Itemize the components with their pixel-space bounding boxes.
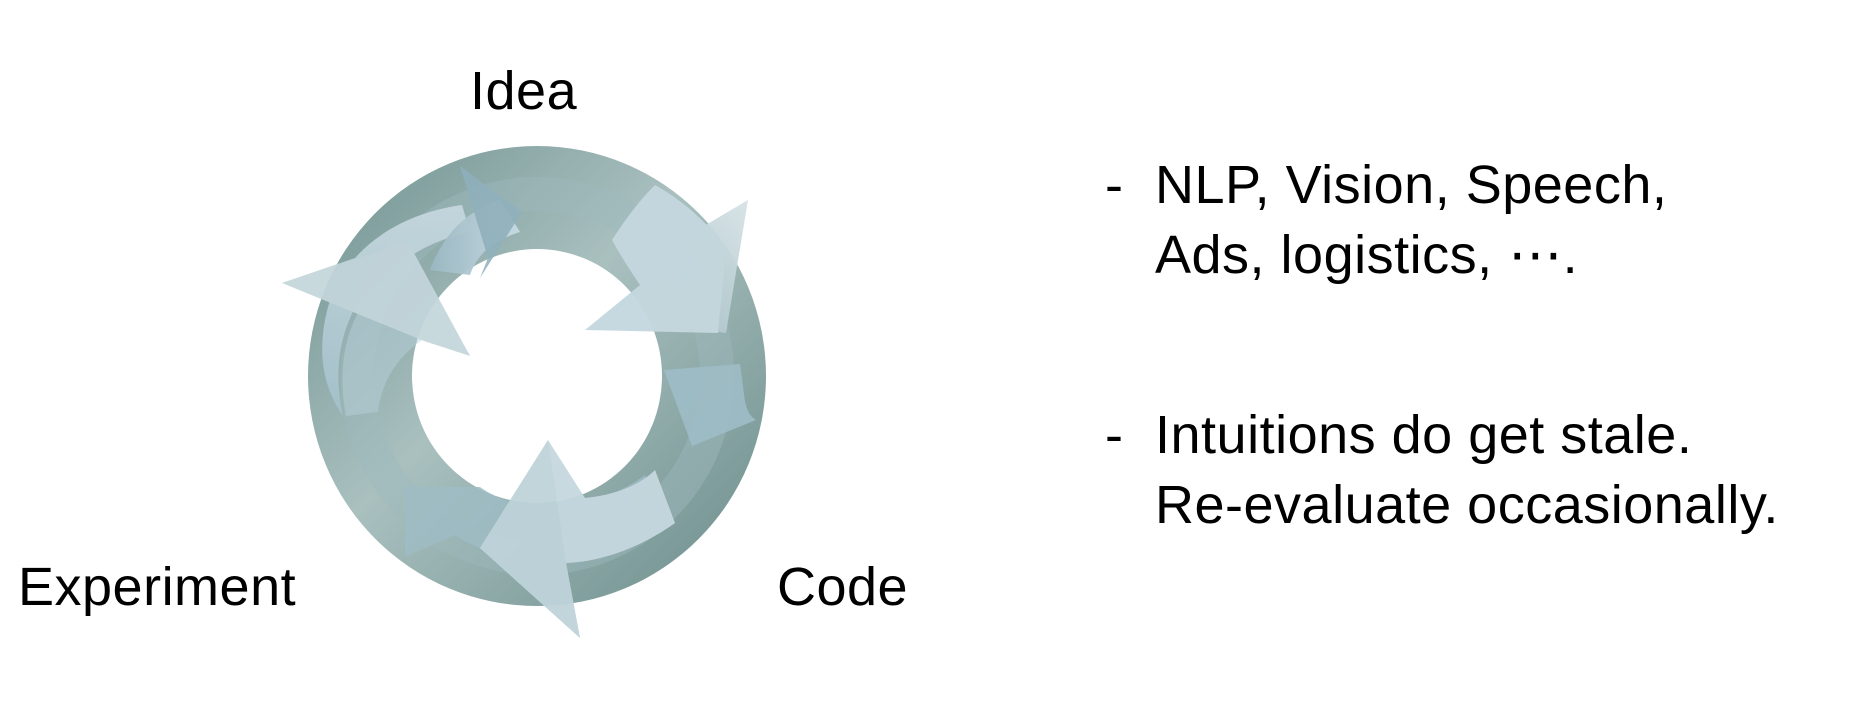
arrow-experiment-to-idea <box>282 205 470 416</box>
arrow-code-to-experiment-right <box>664 364 756 446</box>
arrow-idea-to-code <box>430 166 748 333</box>
note-line: Ads, logistics, ⋯. <box>1155 225 1579 285</box>
bullet-dash: - <box>1105 405 1124 465</box>
notes-list: - NLP, Vision, Speech, Ads, logistics, ⋯… <box>1105 150 1835 540</box>
note-line: NLP, Vision, Speech, <box>1155 155 1668 215</box>
note-item: - Intuitions do get stale. Re-evaluate o… <box>1105 400 1835 540</box>
arrow-code-to-experiment-bottom <box>405 440 675 638</box>
bullet-dash: - <box>1105 155 1124 215</box>
note-line: Intuitions do get stale. <box>1155 405 1693 465</box>
node-label-idea: Idea <box>470 61 578 121</box>
cycle-graphic <box>282 146 766 638</box>
iteration-cycle-diagram: Idea Code Experiment <box>18 61 909 638</box>
note-line: Re-evaluate occasionally. <box>1155 475 1779 535</box>
node-label-experiment: Experiment <box>18 557 297 617</box>
node-label-code: Code <box>777 557 909 617</box>
note-item: - NLP, Vision, Speech, Ads, logistics, ⋯… <box>1105 150 1835 290</box>
